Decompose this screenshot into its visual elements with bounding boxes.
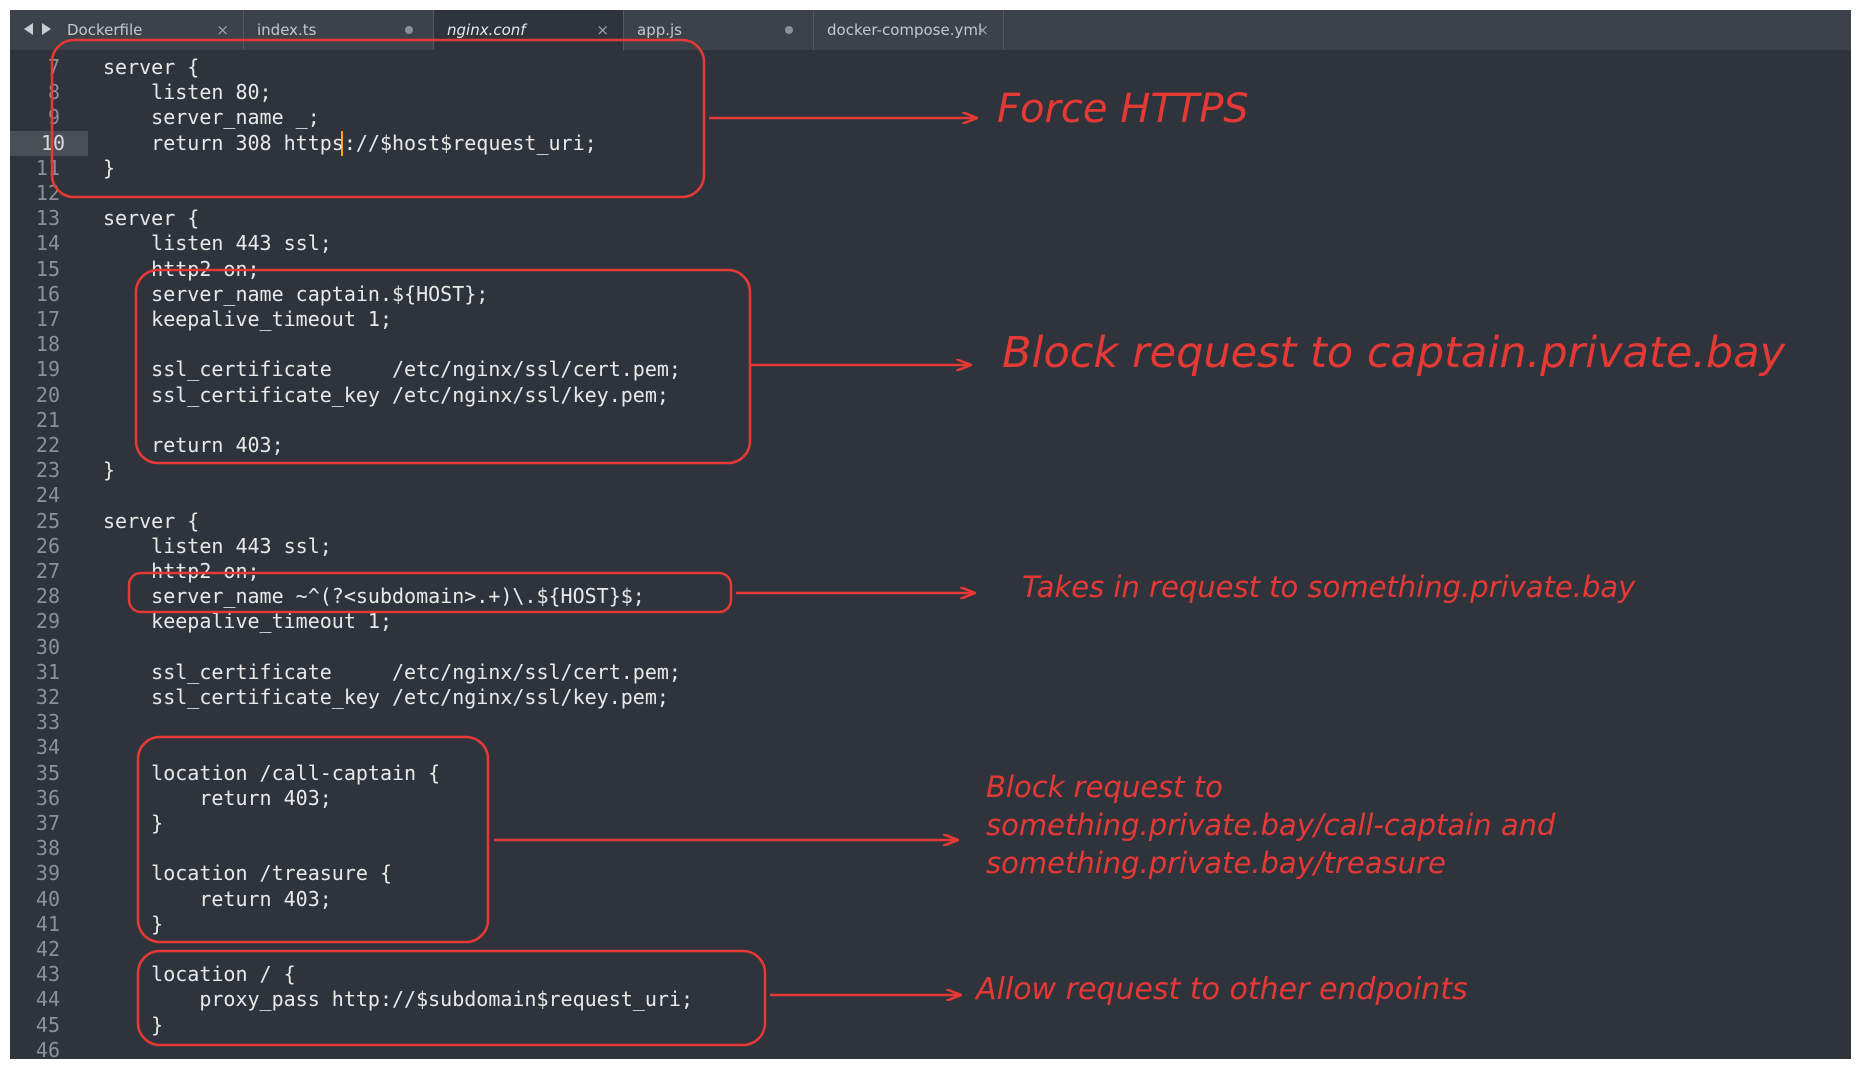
line-number: 7	[47, 55, 60, 79]
line-number: 14	[35, 231, 60, 255]
code-line: ssl_certificate_key /etc/nginx/ssl/key.p…	[103, 685, 669, 709]
code-area[interactable]: server { listen 80; server_name _; retur…	[103, 50, 1803, 1059]
line-number: 24	[35, 483, 60, 507]
code-line: listen 443 ssl;	[103, 534, 332, 558]
code-line: }	[103, 912, 164, 936]
code-line: proxy_pass http://$subdomain$request_uri…	[103, 987, 694, 1011]
line-number: 8	[47, 80, 60, 104]
code-line: server {	[103, 55, 200, 79]
line-number: 28	[35, 584, 60, 608]
line-number: 37	[35, 811, 60, 835]
code-line: server_name ~^(?<subdomain>.+)\.${HOST}$…	[103, 584, 645, 608]
line-number: 42	[35, 937, 60, 961]
code-line: keepalive_timeout 1;	[103, 609, 392, 633]
annotation-takes-in: Takes in request to something.private.ba…	[1022, 570, 1636, 604]
code-line: listen 80;	[103, 80, 272, 104]
tab-label: Dockerfile	[67, 21, 143, 39]
code-line: location /call-captain {	[103, 761, 441, 785]
close-icon[interactable]: ×	[976, 21, 989, 39]
code-line: return 403;	[103, 433, 284, 457]
line-number: 26	[35, 534, 60, 558]
code-line: listen 443 ssl;	[103, 231, 332, 255]
annotation-block-paths-line2: something.private.bay/call-captain and	[986, 808, 1556, 842]
code-line: server_name _;	[103, 105, 320, 129]
close-icon[interactable]: ×	[596, 21, 609, 39]
code-line: return 403;	[103, 887, 332, 911]
line-number: 32	[35, 685, 60, 709]
line-number: 33	[35, 710, 60, 734]
arrow-right-icon[interactable]	[42, 23, 51, 35]
tab-bar: Dockerfile × index.ts nginx.conf × app.j…	[10, 10, 1851, 50]
code-line: ssl_certificate /etc/nginx/ssl/cert.pem;	[103, 357, 681, 381]
line-number: 22	[35, 433, 60, 457]
line-number: 34	[35, 735, 60, 759]
editor-window: Dockerfile × index.ts nginx.conf × app.j…	[10, 10, 1851, 1059]
tab-label: index.ts	[257, 21, 317, 39]
line-number: 44	[35, 987, 60, 1011]
line-number: 39	[35, 861, 60, 885]
annotation-block-paths-line1: Block request to	[986, 770, 1223, 804]
tab-nginx-conf[interactable]: nginx.conf ×	[434, 10, 624, 50]
line-number: 25	[35, 509, 60, 533]
code-line: location /treasure {	[103, 861, 392, 885]
line-number: 11	[35, 156, 60, 180]
line-number: 45	[35, 1013, 60, 1037]
line-number: 40	[35, 887, 60, 911]
line-number: 18	[35, 332, 60, 356]
line-number: 13	[35, 206, 60, 230]
code-line: }	[103, 1013, 164, 1037]
line-number: 12	[35, 181, 60, 205]
code-line: location / {	[103, 962, 296, 986]
code-line: return 403;	[103, 786, 332, 810]
code-line: ssl_certificate /etc/nginx/ssl/cert.pem;	[103, 660, 681, 684]
line-number: 30	[35, 635, 60, 659]
code-line: }	[103, 811, 164, 835]
line-number: 9	[47, 105, 60, 129]
code-line: }	[103, 458, 116, 482]
line-number: 43	[35, 962, 60, 986]
line-number: 17	[35, 307, 60, 331]
annotation-allow-other: Allow request to other endpoints	[976, 972, 1468, 1007]
line-number: 31	[35, 660, 60, 684]
line-number: 20	[35, 383, 60, 407]
line-number: 21	[35, 408, 60, 432]
code-line: server {	[103, 509, 200, 533]
unsaved-dot-icon[interactable]	[785, 26, 793, 34]
code-line: ssl_certificate_key /etc/nginx/ssl/key.p…	[103, 383, 669, 407]
line-number: 23	[35, 458, 60, 482]
line-number: 46	[35, 1038, 60, 1059]
tab-index-ts[interactable]: index.ts	[244, 10, 434, 50]
tab-docker-compose[interactable]: docker-compose.yml ×	[814, 10, 1004, 50]
tab-label: nginx.conf	[447, 21, 526, 39]
code-line: return 308 https://$host$request_uri;	[103, 131, 597, 155]
line-number: 41	[35, 912, 60, 936]
code-line: }	[103, 156, 116, 180]
line-number: 36	[35, 786, 60, 810]
line-number: 19	[35, 357, 60, 381]
tab-app-js[interactable]: app.js	[624, 10, 814, 50]
tab-label: docker-compose.yml	[827, 21, 983, 39]
line-number: 38	[35, 836, 60, 860]
code-line: server {	[103, 206, 200, 230]
arrow-left-icon[interactable]	[24, 23, 33, 35]
tab-label: app.js	[637, 21, 682, 39]
code-line: keepalive_timeout 1;	[103, 307, 392, 331]
unsaved-dot-icon[interactable]	[405, 26, 413, 34]
code-line: http2 on;	[103, 559, 260, 583]
annotation-force-https: Force HTTPS	[997, 86, 1249, 132]
annotation-block-captain: Block request to captain.private.bay	[1002, 328, 1786, 378]
code-line: http2 on;	[103, 257, 260, 281]
line-number: 35	[35, 761, 60, 785]
line-number: 29	[35, 609, 60, 633]
line-number: 15	[35, 257, 60, 281]
code-line: server_name captain.${HOST};	[103, 282, 489, 306]
tab-dockerfile[interactable]: Dockerfile ×	[54, 10, 244, 50]
tab-nav-arrows	[20, 18, 64, 42]
line-number: 16	[35, 282, 60, 306]
close-icon[interactable]: ×	[216, 21, 229, 39]
annotation-block-paths-line3: something.private.bay/treasure	[986, 846, 1446, 880]
line-number: 10	[10, 131, 88, 156]
line-number: 27	[35, 559, 60, 583]
